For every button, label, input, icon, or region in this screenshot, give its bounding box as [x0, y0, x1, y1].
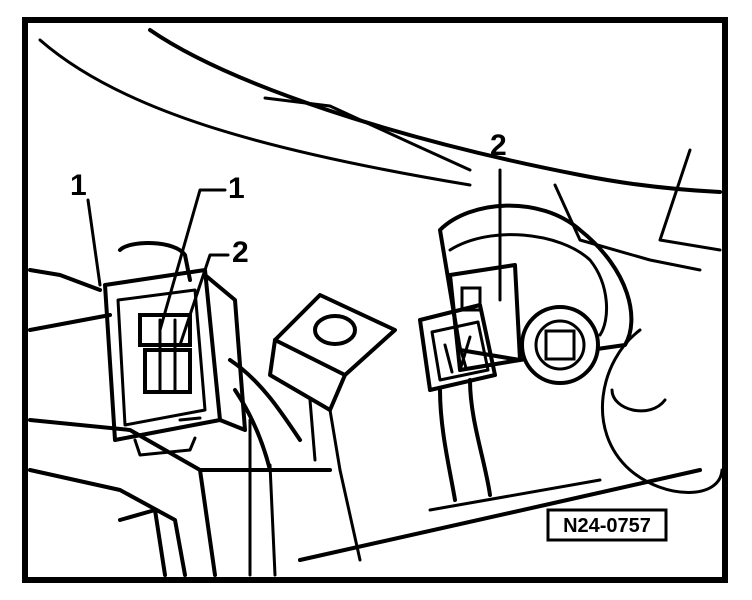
- callout-1-inner: 1: [228, 172, 245, 205]
- callout-2-inner: 2: [232, 236, 249, 269]
- leader-lines: [86, 168, 502, 347]
- callout-1-outer: 1: [70, 169, 87, 202]
- cable-bracket: [268, 293, 397, 472]
- callout-2-right: 2: [490, 129, 507, 162]
- lower-housing: [28, 268, 702, 577]
- reference-code: N24-0757: [563, 515, 651, 537]
- right-sensor: [418, 263, 522, 502]
- sensor-mount-bracket: [438, 203, 634, 385]
- figure-frame: [22, 17, 728, 583]
- reference-code-box: N24-0757: [546, 508, 668, 542]
- wiring-harness: [228, 358, 302, 577]
- background-housing: [38, 28, 724, 494]
